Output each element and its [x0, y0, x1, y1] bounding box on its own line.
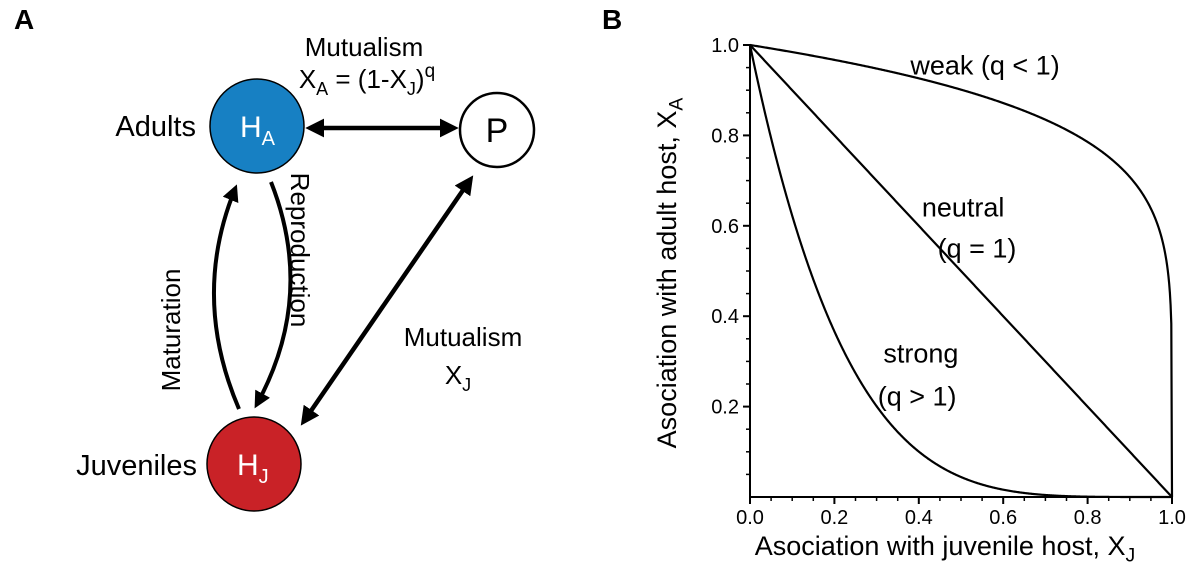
mutualism-juvenile-edge	[300, 175, 474, 426]
x-tick-label: 0.0	[736, 507, 764, 529]
y-tick-label: 0.4	[711, 306, 739, 328]
curve-neutral	[749, 44, 1173, 498]
adult-node-label: HA	[240, 111, 276, 150]
mutualism-adult-equation: XA = (1-XJ)q	[299, 61, 435, 99]
y-axis-title-text: Asociation with adult host, X	[652, 110, 682, 449]
adults-label: Adults	[115, 111, 196, 143]
x-axis-title: Asociation with juvenile host, XJ	[730, 531, 1160, 567]
y-axis-title-subscript: A	[665, 97, 688, 111]
x-axis-title-text: Asociation with juvenile host, X	[754, 531, 1126, 561]
annotation: neutral	[922, 193, 1005, 223]
reproduction-label: Reproduction	[285, 173, 315, 328]
mutualism-juvenile-var: XJ	[445, 360, 471, 395]
annotation: weak (q < 1)	[909, 50, 1059, 80]
annotation: (q = 1)	[938, 233, 1017, 263]
juvenile-node-label: HJ	[237, 449, 269, 488]
curve-weak	[749, 43, 1174, 498]
maturation-label: Maturation	[156, 269, 186, 392]
annotation: strong	[883, 338, 958, 368]
mutualism-juvenile-title: Mutualism	[404, 322, 522, 352]
reproduction-arrow	[254, 181, 293, 409]
xy-plot: 0.0 0.2 0.4 0.6 0.8 1.0 0.2 0.4 0.6 0.8 1.0 weak (q…	[711, 35, 1186, 529]
curve-strong	[748, 44, 1173, 499]
y-tick-label: 1.0	[711, 35, 739, 57]
maturation-arrow	[212, 184, 241, 410]
y-axis-title: Asociation with adult host, XA	[652, 23, 692, 523]
x-tick-label: 1.0	[1158, 507, 1186, 529]
panel-a-diagram: A HA P	[14, 4, 536, 512]
partner-node	[458, 91, 536, 169]
mutualism-adult-title: Mutualism	[305, 32, 423, 62]
juveniles-label: Juveniles	[76, 450, 197, 482]
x-tick-label: 0.6	[989, 507, 1017, 529]
juvenile-host-node	[206, 416, 302, 512]
x-tick-label: 0.2	[820, 507, 848, 529]
panel-a-label: A	[14, 4, 35, 35]
x-tick-label: 0.8	[1074, 507, 1102, 529]
x-tick-label: 0.4	[905, 507, 933, 529]
y-tick-label: 0.6	[711, 216, 739, 238]
adult-host-node	[209, 78, 305, 174]
annotation: (q > 1)	[878, 382, 957, 412]
panel-b-label: B	[602, 4, 623, 35]
y-tick-label: 0.8	[711, 125, 739, 147]
x-axis-title-subscript: J	[1125, 544, 1136, 567]
partner-node-label: P	[486, 112, 509, 150]
life-cycle-diagram: HA P HJ Adults Juveniles Mutualism XA = …	[76, 32, 536, 512]
y-tick-label: 0.2	[711, 397, 739, 419]
